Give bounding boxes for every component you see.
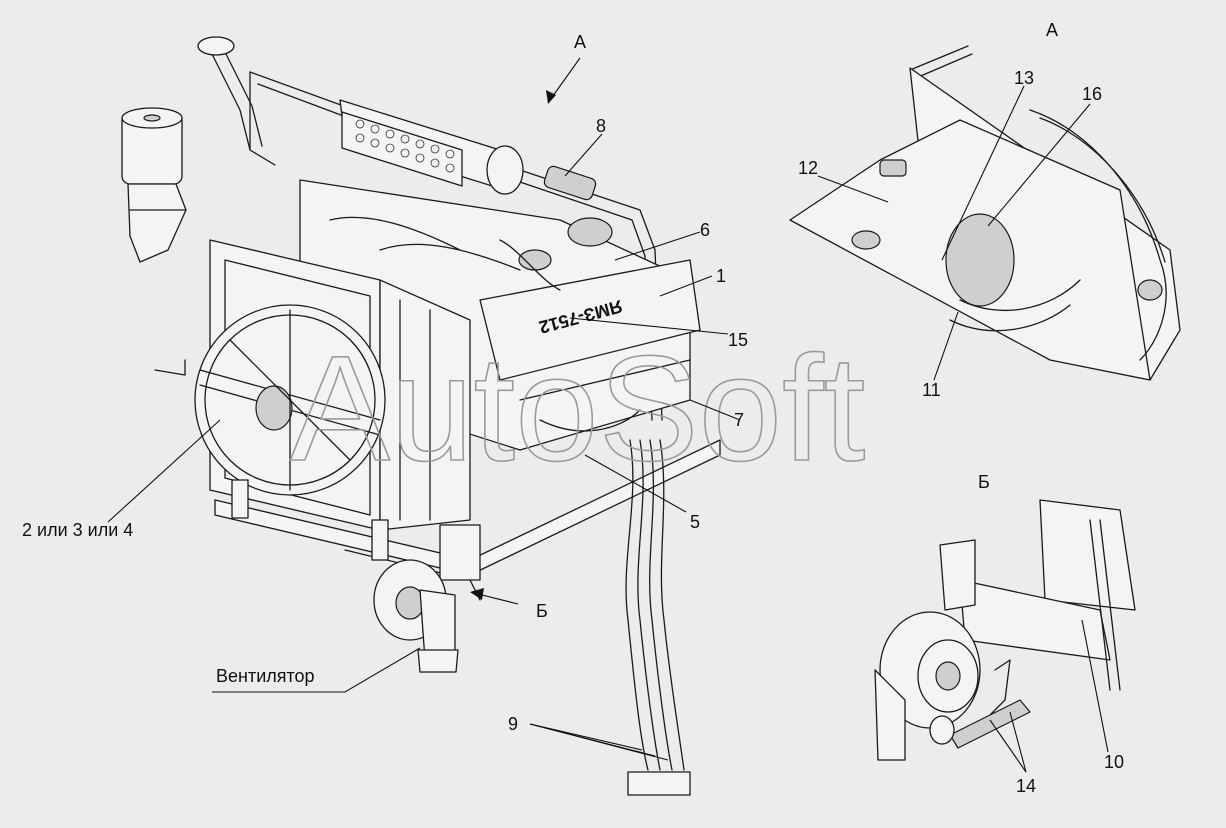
- callout-fan: Вентилятор: [216, 666, 315, 686]
- callout-14: 14: [1016, 776, 1036, 796]
- callout-8: 8: [596, 116, 606, 136]
- view-a-arrow-label: А: [574, 32, 586, 52]
- base-frame: [214, 439, 721, 601]
- callout-9: 9: [508, 714, 518, 734]
- leader-lines: [107, 85, 1109, 773]
- view-a-arrow-line: [549, 57, 581, 101]
- ventilator: [373, 559, 459, 673]
- view-a-detail-label: А: [1046, 20, 1058, 40]
- callout-16: 16: [1082, 84, 1102, 104]
- view-a-arrowhead: [546, 90, 556, 104]
- detail-view-b: [874, 499, 1136, 761]
- view-b-arrowhead: [470, 588, 484, 600]
- callout-15: 15: [728, 330, 748, 350]
- view-b-detail-label: Б: [978, 472, 990, 492]
- callout-12: 12: [798, 158, 818, 178]
- callout-11: 11: [922, 380, 941, 400]
- view-b-arrow-label: Б: [536, 601, 548, 621]
- callout-2-3-4: 2 или 3 или 4: [22, 520, 133, 540]
- callout-labels: А А Б Б 1 2 или 3 или 4 5 6 7 8 9 10 11 …: [22, 20, 1124, 796]
- air-filter: [121, 107, 187, 263]
- callout-1: 1: [716, 266, 726, 286]
- callout-6: 6: [700, 220, 710, 240]
- view-b-arrow-line: [477, 593, 519, 605]
- engine-assembly: ЯМЗ-7512: [121, 36, 721, 796]
- muffler: [339, 99, 597, 201]
- callout-13: 13: [1014, 68, 1034, 88]
- radiator: [154, 239, 471, 531]
- callout-10: 10: [1104, 752, 1124, 772]
- callout-5: 5: [690, 512, 700, 532]
- watermark: AutoSoft: [290, 324, 865, 492]
- hoses: [625, 439, 691, 796]
- detail-view-a: [789, 45, 1181, 381]
- callout-7: 7: [734, 410, 744, 430]
